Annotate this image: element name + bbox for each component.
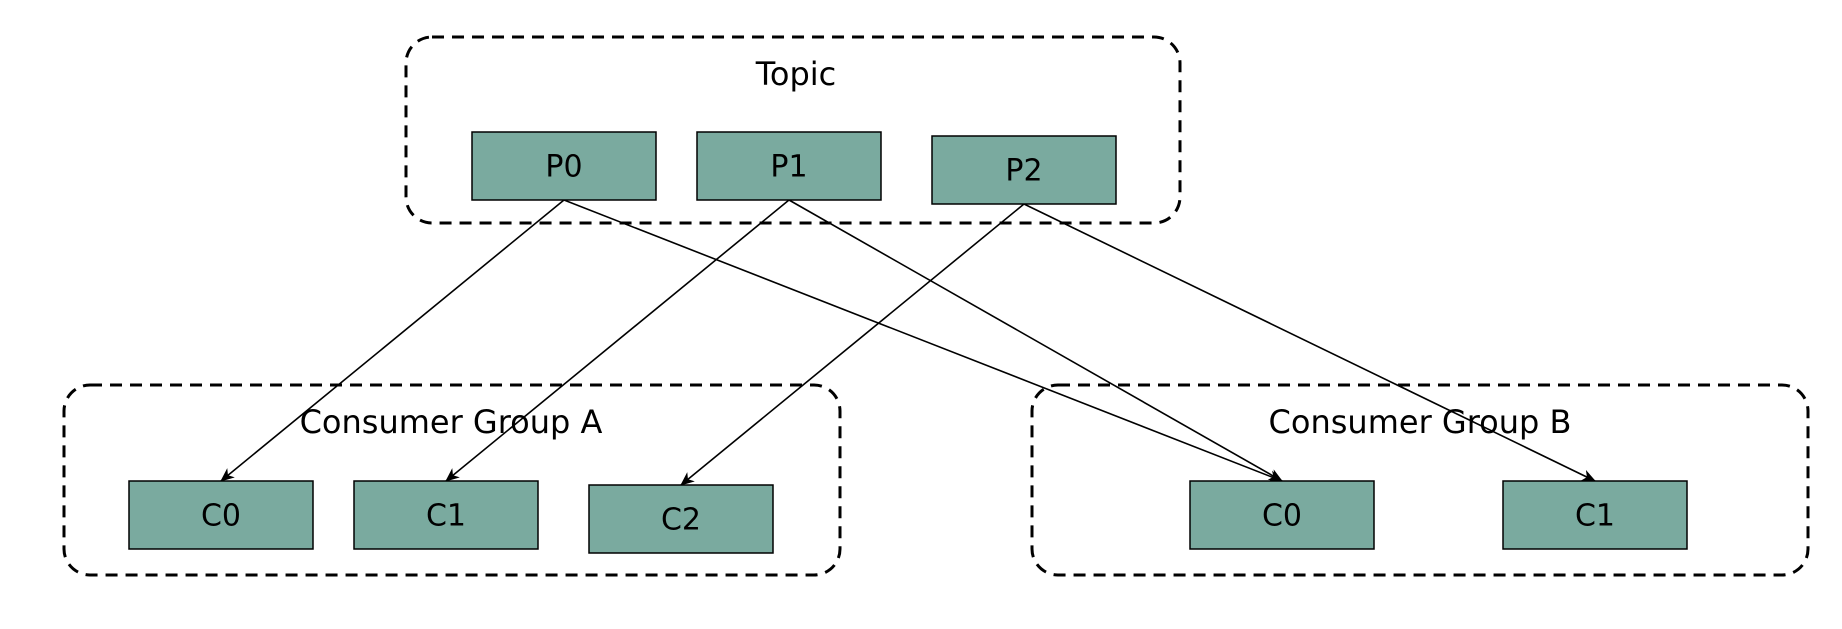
consumer-box (588, 484, 774, 554)
consumer-group-a: Consumer Group A (62, 383, 842, 577)
topic-group: Topic (404, 35, 1182, 225)
group-b-consumer-C0: C0 (1189, 480, 1375, 550)
consumer-label: C1 (426, 499, 466, 534)
consumer-group-a-border (62, 383, 842, 577)
consumer-box (353, 480, 539, 550)
partition-P1: P1 (696, 131, 882, 201)
edge-P2-to-B-C1 (1023, 203, 1596, 482)
group-a-consumer-C1: C1 (353, 480, 539, 550)
group-a-consumer-C0: C0 (128, 480, 314, 550)
partition-label: P0 (545, 150, 582, 185)
consumer-box (1189, 480, 1375, 550)
consumer-box (128, 480, 314, 550)
group-b-consumer-C1: C1 (1502, 480, 1688, 550)
edge-P0-to-A-C0 (220, 199, 565, 482)
topic-group-border (404, 35, 1182, 225)
consumer-group-b-title: Consumer Group B (1269, 403, 1572, 441)
consumer-box (1502, 480, 1688, 550)
partition-label: P2 (1005, 154, 1042, 189)
group-a-consumer-C2: C2 (588, 484, 774, 554)
consumer-label: C0 (1262, 499, 1302, 534)
edge-P1-to-B-C0 (788, 199, 1283, 482)
partition-box (696, 131, 882, 201)
edge-P1-to-A-C1 (445, 199, 790, 482)
consumer-group-a-title: Consumer Group A (300, 403, 603, 441)
partition-P2: P2 (931, 135, 1117, 205)
edge-P2-to-A-C2 (680, 203, 1025, 486)
consumer-label: C2 (661, 503, 701, 538)
assignment-edges (220, 199, 1596, 486)
partition-box (931, 135, 1117, 205)
partition-box (471, 131, 657, 201)
consumer-label: C0 (201, 499, 241, 534)
partition-label: P1 (770, 150, 807, 185)
topic-title: Topic (755, 55, 836, 93)
edge-P0-to-B-C0 (563, 199, 1283, 482)
consumer-label: C1 (1575, 499, 1615, 534)
consumer-group-b-border (1030, 383, 1810, 577)
partition-P0: P0 (471, 131, 657, 201)
consumer-group-b: Consumer Group B (1030, 383, 1810, 577)
